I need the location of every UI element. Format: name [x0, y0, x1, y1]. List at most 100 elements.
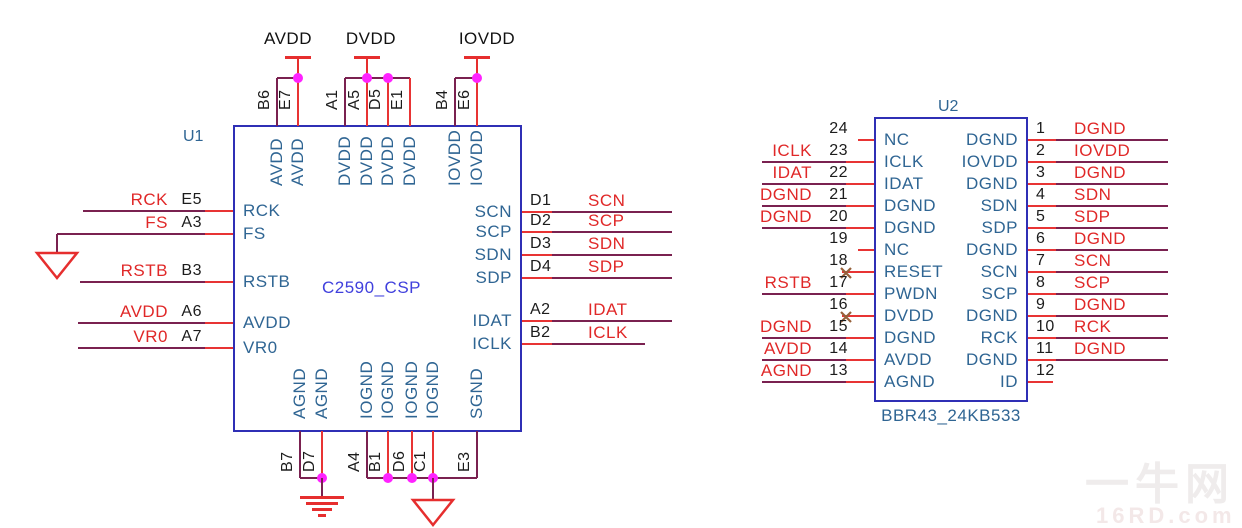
pin-stub: [846, 293, 874, 295]
pin-number: 6: [1036, 230, 1046, 247]
pin-stub: [846, 183, 874, 185]
net-label: RSTB: [120, 261, 168, 280]
power-drop-wire: [297, 58, 299, 78]
pin-stub: [858, 249, 874, 251]
wire: [762, 293, 874, 295]
pin-number: 21: [829, 186, 848, 203]
pin-stub: [846, 359, 874, 361]
pin-number: E1: [389, 89, 406, 110]
pin-number: 16: [829, 296, 848, 313]
pin-name: AVDD: [884, 350, 932, 369]
pin-number: E5: [181, 191, 202, 208]
wire: [367, 477, 477, 479]
wire: [455, 77, 477, 79]
wire: [80, 281, 233, 283]
pin-stub: [1028, 205, 1056, 207]
power-net-label: DVDD: [345, 29, 397, 48]
wire: [78, 322, 233, 324]
pin-number: B2: [530, 324, 551, 341]
pin-stub: [842, 315, 874, 317]
pin-name: DVDD: [335, 135, 354, 186]
pin-stub: [522, 211, 552, 213]
net-label: SCP: [588, 211, 625, 230]
wire: [1028, 139, 1168, 141]
pin-stub: [1028, 315, 1056, 317]
pin-number: 8: [1036, 274, 1046, 291]
pin-stub: [858, 139, 874, 141]
watermark-site-name: 一牛网: [1085, 460, 1235, 509]
pin-stub: [842, 271, 874, 273]
ground-earth-line: [312, 508, 332, 511]
pin-name: DGND: [965, 350, 1018, 369]
u2-part-label: BBR43_24KB533: [881, 406, 1021, 425]
wire: [522, 211, 672, 213]
pin-number: D6: [391, 450, 408, 472]
pin-name: SDP: [981, 218, 1018, 237]
pin-number: 12: [1036, 362, 1055, 379]
pin-number: 2: [1036, 142, 1046, 159]
pin-stub: [1028, 139, 1056, 141]
net-label: SCP: [1074, 273, 1111, 292]
pin-number: B4: [434, 89, 451, 110]
pin-name: SGND: [467, 367, 486, 419]
watermark-site-url: 16RD.com: [1096, 503, 1236, 528]
pin-number: 10: [1036, 318, 1055, 335]
pin-name: IOGND: [378, 360, 397, 419]
power-net-label: IOVDD: [458, 29, 516, 48]
wire: [1028, 315, 1168, 317]
net-label: RCK: [130, 190, 168, 209]
pin-name: DGND: [884, 218, 937, 237]
pin-stub: [1028, 293, 1056, 295]
wire: [387, 431, 389, 478]
pin-stub: [1028, 227, 1056, 229]
wire: [300, 477, 322, 479]
pin-number: 3: [1036, 164, 1046, 181]
power-drop-wire: [476, 58, 478, 78]
wire: [83, 210, 233, 212]
pin-number: 11: [1036, 340, 1054, 357]
pin-number: 22: [829, 164, 848, 181]
wire: [57, 233, 233, 235]
pin-number: 1: [1036, 120, 1046, 137]
pin-name: SCN: [474, 202, 512, 221]
pin-name: DGND: [965, 306, 1018, 325]
pin-name: IOGND: [402, 360, 421, 419]
wire: [762, 227, 874, 229]
pin-stub: [205, 347, 233, 349]
pin-number: 5: [1036, 208, 1046, 225]
pin-number: E3: [456, 451, 473, 472]
pin-number: A7: [181, 328, 202, 345]
pin-stub: [522, 320, 552, 322]
pin-number: 17: [829, 274, 848, 291]
pin-name: RESET: [884, 262, 944, 281]
wire: [411, 431, 413, 478]
net-label: DGND: [1074, 119, 1127, 138]
pin-name: DVDD: [357, 135, 376, 186]
wire: [1028, 227, 1168, 229]
pin-name: AGND: [290, 367, 309, 419]
junction-dot: [383, 73, 393, 83]
junction-dot: [407, 473, 417, 483]
pin-name: IOGND: [357, 360, 376, 419]
wire: [1028, 249, 1168, 251]
pin-stub: [522, 254, 552, 256]
pin-name: DGND: [884, 328, 937, 347]
power-bar-icon: [354, 55, 380, 59]
net-label: AVDD: [764, 339, 812, 358]
pin-stub: [1028, 249, 1056, 251]
wire: [276, 78, 278, 126]
pin-name: RCK: [980, 328, 1018, 347]
wire: [1028, 359, 1168, 361]
wire: [1028, 337, 1168, 339]
pin-name: AVDD: [243, 313, 291, 332]
pin-number: 19: [829, 230, 848, 247]
pin-stub: [846, 205, 874, 207]
net-label: ICLK: [772, 141, 812, 160]
wire: [1028, 205, 1168, 207]
net-label: DGND: [1074, 339, 1127, 358]
ground-triangle-icon: [34, 251, 80, 281]
pin-name: AVDD: [267, 138, 286, 186]
net-label: ICLK: [588, 323, 628, 342]
pin-number: D3: [530, 235, 552, 252]
pin-name: PWDN: [884, 284, 938, 303]
